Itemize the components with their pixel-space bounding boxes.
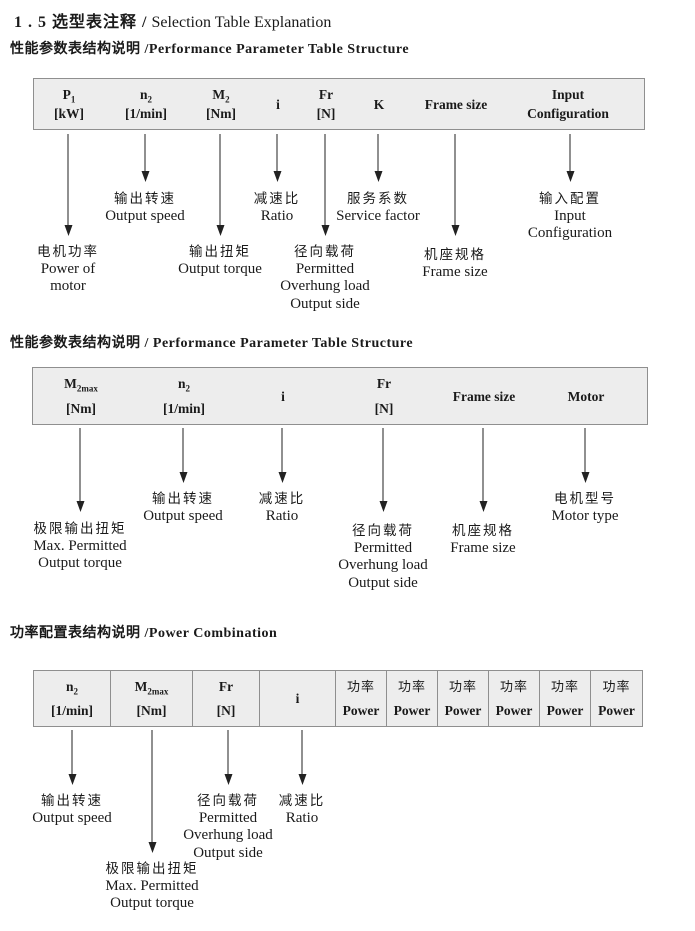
cell-m2max: M2max [Nm]	[111, 671, 193, 726]
col-i: i	[281, 388, 285, 404]
power-combination-table: n2 [1/min] M2max [Nm] Fr [N] i 功率 Power …	[33, 670, 643, 727]
arrow-down-icon	[479, 428, 488, 512]
col-frame-size: Frame size	[452, 388, 516, 404]
col-m2: M2 [Nm]	[206, 87, 236, 121]
callout-ratio-1: 减速比 Ratio	[253, 191, 301, 224]
arrow-down-icon	[278, 428, 287, 483]
callout-ratio-3: 减速比 Ratio	[278, 793, 326, 826]
page-title-en: Selection Table Explanation	[151, 14, 332, 31]
section2-heading: 性能参数表结构说明 / Performance Parameter Table …	[10, 336, 414, 351]
page-title-zh: 1 . 5 选型表注释 /	[14, 14, 148, 31]
section3-heading: 功率配置表结构说明 /Power Combination	[10, 626, 278, 641]
callout-frame-size-1: 机座规格 Frame size	[422, 247, 488, 280]
col-i: i	[276, 96, 280, 112]
callout-max-output-torque-2: 极限输出扭矩 Max. Permitted Output torque	[33, 521, 127, 571]
col-n2: n2 [1/min]	[125, 87, 167, 121]
cell-power: 功率 Power	[336, 671, 387, 726]
callout-service-factor: 服务系数 Service factor	[336, 191, 420, 224]
callout-output-torque: 输出扭矩 Output torque	[178, 244, 262, 277]
callout-overhung-load-2: 径向载荷 Permitted Overhung load Output side	[338, 523, 428, 591]
cell-power: 功率 Power	[387, 671, 438, 726]
col-fr: Fr [N]	[316, 87, 336, 121]
callout-max-output-torque-3: 极限输出扭矩 Max. Permitted Output torque	[105, 861, 199, 911]
col-frame-size: Frame size	[424, 96, 488, 112]
cell-i: i	[260, 671, 336, 726]
arrow-down-icon	[76, 428, 85, 512]
arrow-down-icon	[141, 134, 150, 182]
callout-output-speed-1: 输出转速 Output speed	[105, 191, 185, 224]
col-input-configuration: Input Configuration	[527, 87, 609, 121]
cell-power: 功率 Power	[540, 671, 591, 726]
cell-power: 功率 Power	[438, 671, 489, 726]
col-n2: n2 [1/min]	[163, 376, 205, 416]
cell-power: 功率 Power	[489, 671, 540, 726]
callout-output-speed-3: 输出转速 Output speed	[32, 793, 112, 826]
col-m2max: M2max [Nm]	[64, 376, 98, 416]
performance-table-2: M2max [Nm] n2 [1/min] i Fr [N] Frame siz…	[32, 367, 648, 425]
arrow-down-icon	[64, 134, 73, 236]
cell-fr: Fr [N]	[193, 671, 260, 726]
arrow-down-icon	[379, 428, 388, 512]
arrow-down-icon	[224, 730, 233, 785]
arrow-down-icon	[566, 134, 575, 182]
callout-input-configuration: 输入配置 Input Configuration	[527, 191, 613, 241]
page-title: 1 . 5 选型表注释 / Selection Table Explanatio…	[14, 8, 331, 32]
arrow-down-icon	[216, 134, 225, 236]
arrow-down-icon	[321, 134, 330, 236]
col-p1: P1 [kW]	[54, 87, 84, 121]
arrow-down-icon	[451, 134, 460, 236]
callout-ratio-2: 减速比 Ratio	[258, 491, 306, 524]
col-k: K	[373, 96, 385, 112]
cell-power: 功率 Power	[598, 679, 635, 718]
arrow-down-icon	[273, 134, 282, 182]
callout-overhung-load-3: 径向载荷 Permitted Overhung load Output side	[183, 793, 273, 861]
arrow-down-icon	[148, 730, 157, 853]
callout-motor-type: 电机型号 Motor type	[551, 491, 619, 524]
col-motor: Motor	[567, 388, 605, 404]
arrow-down-icon	[298, 730, 307, 785]
arrow-down-icon	[179, 428, 188, 483]
arrow-down-icon	[581, 428, 590, 483]
callout-output-speed-2: 输出转速 Output speed	[143, 491, 223, 524]
section1-heading: 性能参数表结构说明 /Performance Parameter Table S…	[10, 42, 410, 57]
arrow-down-icon	[374, 134, 383, 182]
performance-table-1: P1 [kW] n2 [1/min] M2 [Nm] i Fr [N] K Fr…	[33, 78, 645, 130]
callout-power-of-motor: 电机功率 Power of motor	[37, 244, 99, 294]
callout-overhung-load-1: 径向载荷 Permitted Overhung load Output side	[280, 244, 370, 312]
cell-n2: n2 [1/min]	[34, 671, 111, 726]
callout-frame-size-2: 机座规格 Frame size	[450, 523, 516, 556]
col-fr: Fr [N]	[374, 376, 394, 416]
arrow-down-icon	[68, 730, 77, 785]
